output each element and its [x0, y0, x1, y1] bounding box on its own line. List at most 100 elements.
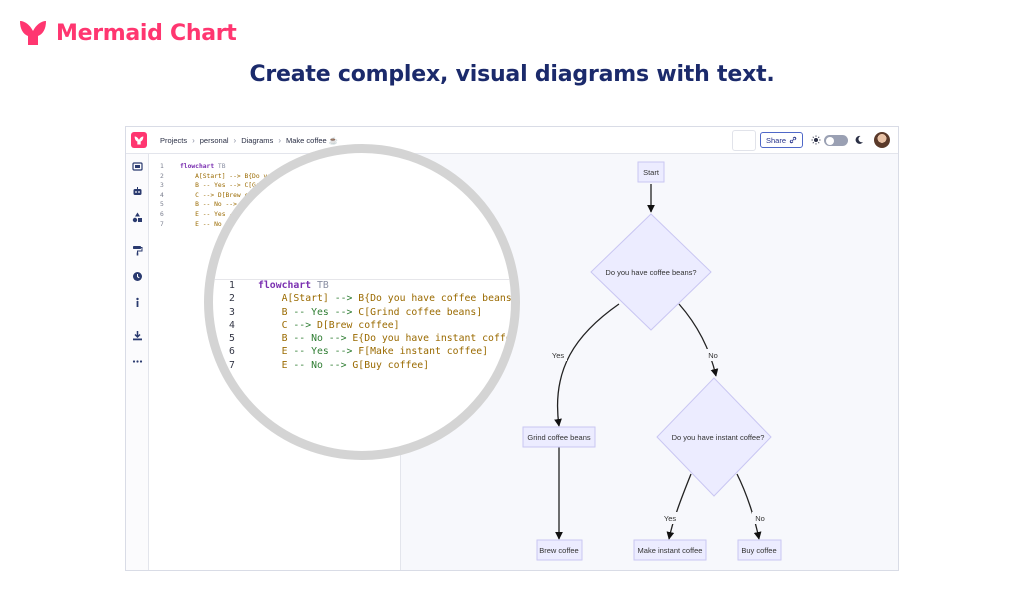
code-token: -- Yes --> [287, 346, 359, 358]
magnified-code-line: 3 B -- Yes --> C[Grind coffee beans] [229, 306, 511, 319]
code-token: B [358, 293, 365, 305]
code-token: --> [287, 319, 317, 331]
more-icon[interactable] [132, 356, 143, 367]
svg-text:No: No [708, 351, 718, 360]
svg-text:Make instant coffee: Make instant coffee [638, 546, 703, 555]
brand-logo[interactable]: Mermaid Chart [18, 18, 237, 48]
breadcrumb-diagrams[interactable]: Diagrams [241, 136, 274, 145]
paint-roller-icon[interactable] [132, 245, 143, 256]
line-number: 1 [160, 163, 164, 170]
history-icon[interactable] [132, 271, 143, 282]
flowchart-diagram: Yes No Yes No Start Do you have cof [522, 161, 782, 561]
sun-icon[interactable] [811, 135, 821, 145]
line-number: 5 [229, 333, 235, 345]
avatar[interactable] [874, 132, 890, 148]
node-brew-coffee[interactable]: Brew coffee [536, 539, 583, 561]
line-number: 3 [229, 306, 235, 318]
code-token: -- No --> [287, 333, 353, 345]
node-make-instant-coffee[interactable]: Make instant coffee [633, 539, 707, 561]
line-number: 7 [229, 359, 235, 371]
share-label: Share [766, 135, 787, 145]
brand-name: Mermaid Chart [56, 20, 237, 46]
node-instant-coffee-decision[interactable]: Do you have instant coffee? [656, 377, 772, 497]
theme-toggle[interactable] [824, 135, 848, 146]
ai-bot-icon[interactable] [132, 186, 143, 197]
code-token: B [258, 306, 288, 318]
code-token: [Brew coffee] [322, 319, 400, 331]
code-token: --> [328, 293, 359, 305]
sidebar [126, 154, 149, 570]
code-token: A [258, 293, 288, 305]
magnified-code-line: 4 C --> D[Brew coffee] [229, 319, 511, 332]
code-token: [Grind coffee beans] [364, 306, 483, 318]
line-number: 5 [160, 201, 164, 209]
magnified-code-line: 2 A[Start] --> B{Do you have coffee bean… [229, 292, 511, 305]
code-token: E [352, 333, 359, 345]
node-buy-coffee[interactable]: Buy coffee [737, 539, 782, 561]
code-token: {Do you have instant coffee?} [358, 333, 520, 345]
download-icon[interactable] [132, 330, 143, 341]
share-button[interactable]: Share [760, 132, 804, 148]
svg-text:No: No [755, 514, 765, 523]
edge-q1-grind [554, 303, 620, 427]
code-token: D [317, 319, 323, 331]
breadcrumb: Projects › personal › Diagrams › Make co… [160, 127, 338, 154]
breadcrumb-projects[interactable]: Projects [160, 136, 188, 145]
code-token: [Start] [287, 293, 329, 305]
line-number: 4 [160, 191, 164, 199]
svg-text:Do you have coffee beans?: Do you have coffee beans? [605, 268, 696, 277]
line-number: 3 [160, 182, 164, 190]
app-window: Projects › personal › Diagrams › Make co… [125, 126, 899, 571]
app-logo-icon[interactable] [131, 132, 147, 148]
breadcrumb-current-diagram[interactable]: Make coffee ☕ [285, 136, 339, 145]
code-token: -- No --> [287, 359, 353, 371]
svg-text:Yes: Yes [552, 351, 564, 360]
code-token: G [352, 359, 359, 371]
shapes-icon[interactable] [132, 212, 143, 223]
code-token: TB [311, 280, 329, 291]
code-token: -- Yes --> [287, 306, 359, 318]
chevron-right-icon: › [233, 136, 237, 145]
line-number: 4 [229, 319, 235, 331]
edge-q1-q2 [678, 303, 719, 377]
node-grind-coffee[interactable]: Grind coffee beans [522, 426, 596, 448]
info-icon[interactable] [132, 297, 143, 308]
svg-text:Yes: Yes [664, 514, 676, 523]
code-token: B [258, 333, 288, 345]
chevron-right-icon: › [278, 136, 281, 145]
magnified-code-line: 5 B -- No --> E{Do you have instant coff… [229, 332, 520, 345]
code-token: flowchart [258, 280, 312, 291]
line-number: 7 [160, 220, 164, 228]
magnified-code-line: 6 E -- Yes --> F[Make instant coffee] [229, 345, 511, 358]
code-token: [Make instant coffee] [364, 346, 489, 358]
code-token: E [258, 346, 288, 358]
svg-text:Start: Start [643, 168, 660, 177]
code-token: F [358, 346, 365, 358]
edge-label-no-2: No [752, 512, 768, 524]
svg-text:Buy coffee: Buy coffee [741, 546, 776, 555]
magnified-code-line: 7 E -- No --> G[Buy coffee] [229, 359, 511, 372]
moon-icon[interactable] [854, 135, 864, 145]
edge-label-yes-1: Yes [549, 349, 567, 361]
line-number: 6 [229, 346, 235, 358]
edge-label-no-1: No [705, 349, 721, 361]
code-token: C [258, 319, 288, 331]
diagrams-icon[interactable] [132, 161, 143, 172]
line-number: 2 [229, 293, 235, 305]
toolbar-blank-button[interactable] [732, 130, 756, 151]
page-headline: Create complex, visual diagrams with tex… [249, 62, 775, 87]
mermaid-logo-icon [20, 21, 46, 45]
breadcrumb-personal[interactable]: personal [199, 136, 229, 145]
code-token: E [258, 359, 288, 371]
node-coffee-beans-decision[interactable]: Do you have coffee beans? [590, 213, 712, 331]
edge-q2-buy [736, 473, 762, 540]
chevron-right-icon: › [192, 136, 195, 145]
line-number: 6 [160, 210, 164, 218]
node-start[interactable]: Start [637, 161, 665, 183]
code-token: C [358, 306, 365, 318]
